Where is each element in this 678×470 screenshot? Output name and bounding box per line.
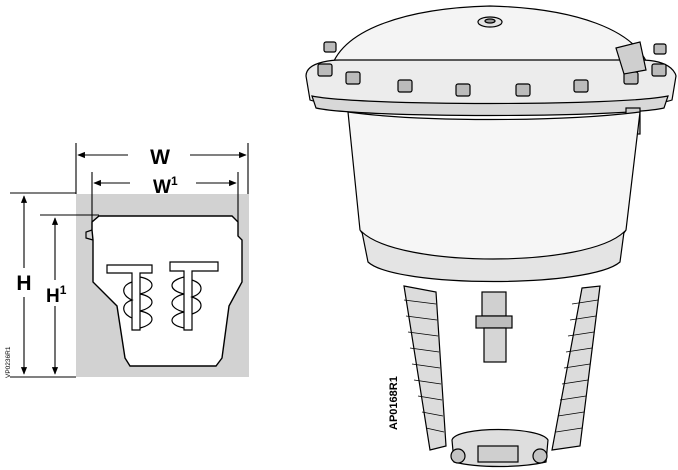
h1-label-sup: 1 xyxy=(60,283,67,297)
clamp-bolt-left xyxy=(450,448,466,464)
internal-springs xyxy=(106,261,219,331)
w-label: W xyxy=(150,146,170,169)
yoke-left xyxy=(403,285,447,451)
body-base-ring xyxy=(361,230,625,283)
valve-top-step xyxy=(85,229,94,241)
clamp-bolt-right xyxy=(532,448,548,464)
actuator-drawing xyxy=(305,5,677,468)
actuator-ref-code: AP0168R1 xyxy=(388,376,400,430)
w1-label-base: W xyxy=(153,177,171,198)
valve-body-outline xyxy=(91,215,243,367)
dome-top-cap-hole xyxy=(484,18,496,24)
w1-label: W1 xyxy=(153,174,178,198)
stem-lower xyxy=(483,327,507,363)
h1-label-base: H xyxy=(46,286,60,307)
stem-upper xyxy=(481,291,507,317)
yoke-right xyxy=(551,285,601,451)
actuator-dome xyxy=(329,5,651,73)
dimension-schematic: W W1 H H1 VP0236R1 xyxy=(5,143,249,378)
clamp-center xyxy=(477,445,519,463)
h1-label: H1 xyxy=(46,283,67,307)
yoke-fins-right xyxy=(555,299,599,433)
schematic-ref-code: VP0236R1 xyxy=(5,346,12,378)
actuator-body xyxy=(347,111,641,263)
yoke-fins-left xyxy=(403,299,445,433)
flange-lower-band xyxy=(311,95,669,117)
flange-bolts xyxy=(317,41,667,97)
side-bracket xyxy=(615,41,647,75)
w1-label-sup: 1 xyxy=(171,174,178,188)
stem-nut xyxy=(475,315,513,329)
h-label: H xyxy=(16,272,31,295)
